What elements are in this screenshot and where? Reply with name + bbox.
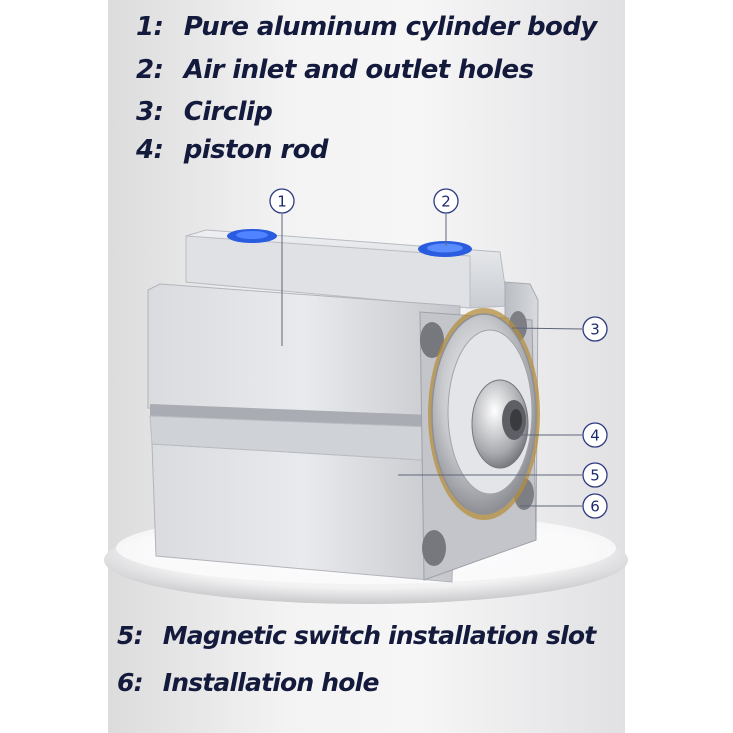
callout-5: 5 bbox=[582, 462, 608, 488]
callout-circle bbox=[433, 188, 459, 214]
legend-text: Air inlet and outlet holes bbox=[183, 55, 534, 85]
legend-number: 4: bbox=[136, 135, 164, 165]
legend-number: 1: bbox=[136, 12, 164, 42]
mount-hole-tl bbox=[420, 322, 444, 358]
callout-number: 4 bbox=[590, 427, 600, 445]
legend-item-4: 4: piston rod bbox=[136, 133, 329, 167]
legend-number: 3: bbox=[136, 97, 164, 127]
legend-text: Circlip bbox=[183, 97, 273, 127]
legend-number: 5: bbox=[117, 621, 144, 650]
callout-circle bbox=[582, 462, 608, 488]
leader-lines bbox=[281, 214, 583, 507]
callout-number: 5 bbox=[590, 467, 600, 485]
legend-text: Pure aluminum cylinder body bbox=[183, 12, 598, 42]
callout-number: 1 bbox=[277, 193, 287, 211]
mount-hole-bl bbox=[422, 530, 446, 566]
callout-3: 3 bbox=[582, 316, 608, 342]
callout-circle bbox=[582, 316, 608, 342]
callout-circle bbox=[582, 422, 608, 448]
legend-item-2: 2: Air inlet and outlet holes bbox=[136, 53, 534, 87]
legend-text: piston rod bbox=[183, 135, 329, 165]
callout-2: 2 bbox=[433, 188, 459, 214]
callout-circle bbox=[582, 493, 608, 519]
legend-number: 6: bbox=[117, 668, 144, 697]
legend-item-3: 3: Circlip bbox=[136, 95, 273, 129]
callout-4: 4 bbox=[582, 422, 608, 448]
callout-circle bbox=[269, 188, 295, 214]
callout-number: 2 bbox=[441, 193, 451, 211]
legend-item-1: 1: Pure aluminum cylinder body bbox=[136, 10, 597, 44]
callout-6: 6 bbox=[582, 493, 608, 519]
callout-1: 1 bbox=[269, 188, 295, 214]
callout-number: 6 bbox=[590, 498, 600, 516]
legend-text: Installation hole bbox=[162, 668, 380, 697]
legend-item-5: 5: Magnetic switch installation slot bbox=[117, 619, 597, 653]
callout-number: 3 bbox=[590, 321, 600, 339]
legend-number: 2: bbox=[136, 55, 164, 85]
legend-item-6: 6: Installation hole bbox=[117, 666, 379, 700]
legend-text: Magnetic switch installation slot bbox=[162, 621, 597, 650]
